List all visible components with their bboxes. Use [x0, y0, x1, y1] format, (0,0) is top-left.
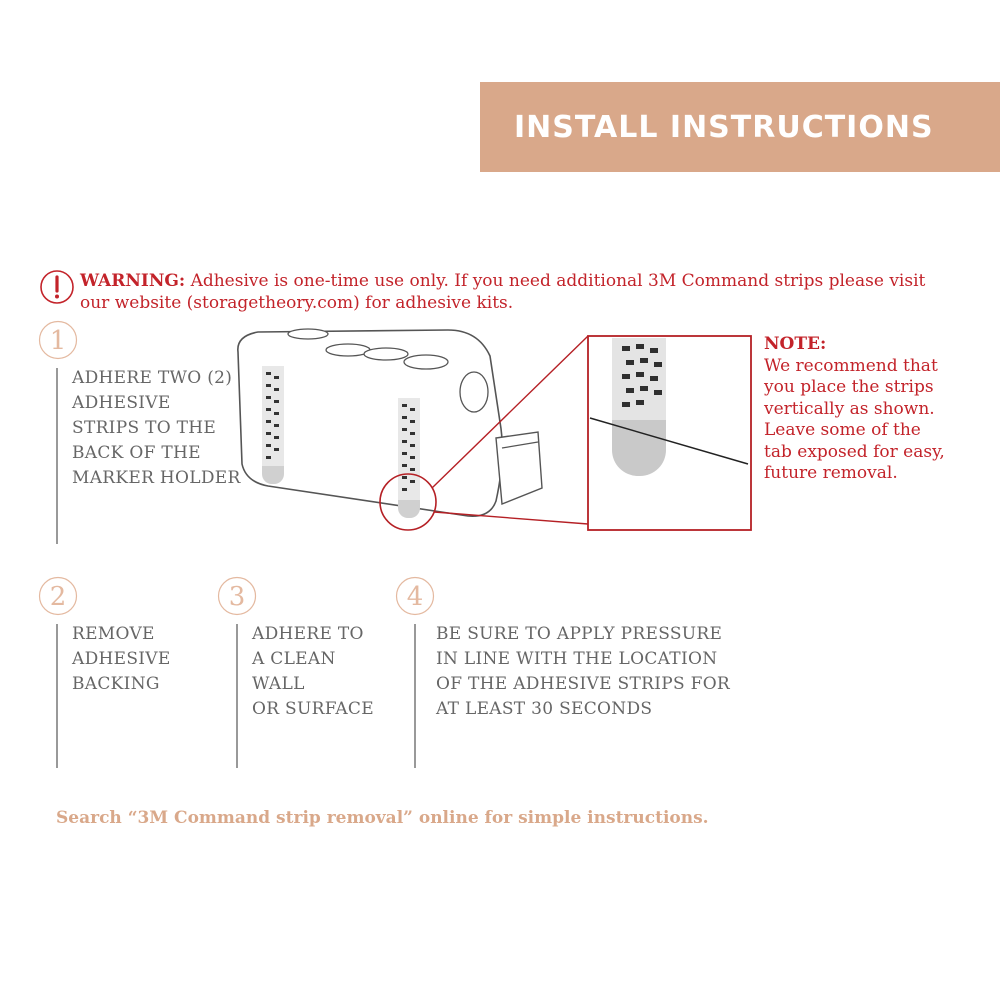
step-number-1-label: 1 — [50, 326, 67, 356]
step-4-text: BE SURE TO APPLY PRESSURE IN LINE WITH T… — [436, 622, 730, 722]
page-title: INSTALL INSTRUCTIONS — [514, 109, 934, 145]
holder-tray — [495, 431, 543, 505]
svg-text:4: 4 — [407, 582, 424, 612]
marker-slot — [363, 347, 409, 361]
note-line: you place the strips — [764, 377, 934, 397]
note-body: We recommend that you place the strips v… — [764, 356, 994, 485]
svg-text:3: 3 — [229, 582, 246, 612]
step-1-line: ADHERE TWO (2) — [72, 368, 233, 388]
step-4-line: BE SURE TO APPLY PRESSURE — [436, 624, 723, 644]
step-2-line: BACKING — [72, 674, 160, 694]
step-1-line: MARKER HOLDER — [72, 468, 241, 488]
step-2-divider — [56, 624, 58, 768]
step-2-line: REMOVE — [72, 624, 155, 644]
step-number-4: 4 — [395, 576, 435, 616]
step-3-divider — [236, 624, 238, 768]
exclamation-circle-icon — [40, 270, 74, 304]
step-1-text: ADHERE TWO (2) ADHESIVE STRIPS TO THE BA… — [72, 366, 241, 491]
step-number-3: 3 — [217, 576, 257, 616]
note-line: tab exposed for easy, — [764, 441, 945, 462]
warning-message: Adhesive is one-time use only. If you ne… — [80, 271, 926, 313]
warning-text: WARNING: Adhesive is one-time use only. … — [80, 270, 960, 314]
footer-note: Search “3M Command strip removal” online… — [56, 808, 709, 828]
step-3-text: ADHERE TO A CLEAN WALL OR SURFACE — [252, 622, 374, 722]
svg-text:2: 2 — [50, 582, 67, 612]
step-1-divider — [56, 368, 58, 544]
step-2-line: ADHESIVE — [72, 649, 171, 669]
step-3-line: ADHERE TO — [252, 624, 364, 644]
step-1-line: BACK OF THE — [72, 443, 201, 463]
note-line: We recommend that — [764, 355, 938, 376]
step-1-line: STRIPS TO THE — [72, 418, 217, 438]
note-title: NOTE: — [764, 334, 827, 354]
title-banner: INSTALL INSTRUCTIONS — [480, 82, 1000, 172]
step-3-line: A CLEAN — [252, 649, 336, 669]
warning-label: WARNING: — [80, 271, 186, 291]
zoom-edge-line — [589, 417, 749, 465]
note-line: future removal. — [764, 463, 898, 483]
note-block: NOTE: We recommend that you place the st… — [764, 334, 994, 485]
step-4-line: OF THE ADHESIVE STRIPS FOR — [436, 674, 731, 694]
step-number-1: 1 — [38, 320, 78, 360]
strip-pattern-left — [266, 372, 279, 459]
marker-slot — [459, 371, 489, 413]
step-number-2: 2 — [38, 576, 78, 616]
step-4-line: AT LEAST 30 SECONDS — [436, 699, 653, 719]
note-line: Leave some of the — [764, 420, 921, 440]
step-3-line: WALL — [252, 674, 305, 694]
zoom-strip-pattern — [622, 344, 662, 407]
callout-circle — [379, 473, 437, 531]
step-3-line: OR SURFACE — [252, 699, 374, 719]
strip-pattern-right — [402, 404, 415, 491]
marker-holder-illustration — [237, 328, 752, 531]
step-4-divider — [414, 624, 416, 768]
note-line: vertically as shown. — [764, 398, 935, 419]
step-4-line: IN LINE WITH THE LOCATION — [436, 649, 718, 669]
step-2-text: REMOVE ADHESIVE BACKING — [72, 622, 171, 697]
step-1-line: ADHESIVE — [72, 393, 171, 413]
marker-slot — [287, 328, 329, 340]
marker-slot — [403, 354, 449, 370]
